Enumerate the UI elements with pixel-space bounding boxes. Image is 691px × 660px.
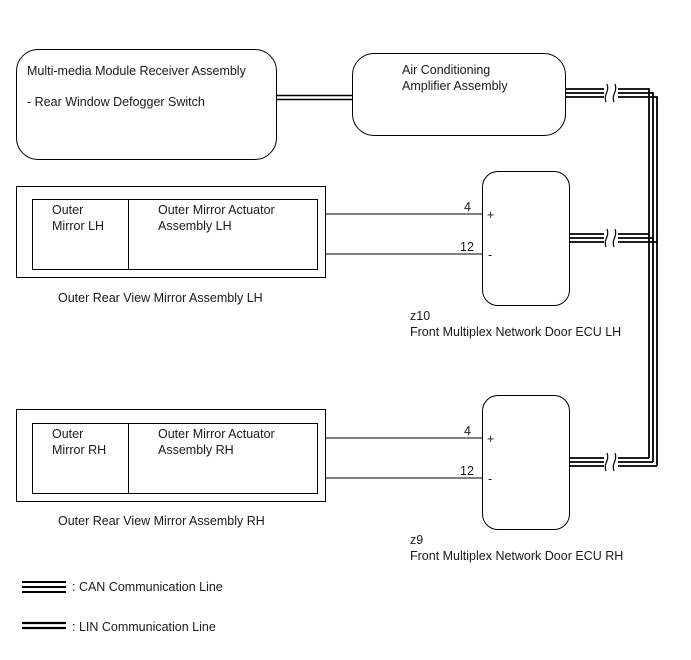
mirror-assembly-rh-caption: Outer Rear View Mirror Assembly RH: [58, 514, 265, 528]
ecu-lh-plus-terminal: +: [487, 208, 495, 222]
ecu-rh-pin-12: 12: [460, 464, 474, 478]
mirror-rh-inner-box: [32, 423, 318, 494]
legend-can-sample: [22, 581, 66, 593]
mirror-lh-inner-box: [32, 199, 318, 270]
ecu-lh-pin-4: 4: [464, 200, 471, 214]
multimedia-module-title: Multi-media Module Receiver Assembly: [27, 64, 246, 78]
ecu-lh-code: z10: [410, 309, 431, 323]
ecu-rh-code: z9: [410, 533, 424, 547]
ac-amplifier-node: [352, 53, 566, 136]
actuator-rh-label-1: Outer Mirror Actuator: [158, 427, 275, 441]
legend-lin-label: : LIN Communication Line: [72, 620, 216, 634]
outer-mirror-rh-label-2: Mirror RH: [52, 443, 107, 457]
mirror-assembly-rh-node: [16, 409, 326, 502]
actuator-lh-label-1: Outer Mirror Actuator: [158, 203, 275, 217]
actuator-lh-label-2: Assembly LH: [158, 219, 232, 233]
ecu-rh-name: Front Multiplex Network Door ECU RH: [410, 549, 624, 563]
actuator-rh-label-2: Assembly RH: [158, 443, 234, 457]
ecu-lh-minus-terminal: -: [488, 248, 493, 262]
ecu-rh-plus-terminal: +: [487, 432, 495, 446]
ecu-lh-pin-12: 12: [460, 240, 474, 254]
outer-mirror-lh-label-2: Mirror LH: [52, 219, 105, 233]
wire-mirror-lh-ecu-lh: [318, 213, 482, 255]
multimedia-module-subtitle: - Rear Window Defogger Switch: [27, 95, 205, 109]
door-ecu-rh-node: [482, 395, 570, 530]
line-break-mark-rh: [604, 452, 618, 472]
door-ecu-lh-node: [482, 171, 570, 306]
lin-line-multimedia-ac: [277, 94, 352, 101]
legend-lin-sample: [22, 621, 66, 630]
ac-amplifier-title-line2: Amplifier Assembly: [402, 79, 508, 93]
mirror-rh-divider: [128, 423, 129, 494]
mirror-assembly-lh-node: [16, 186, 326, 278]
mirror-lh-divider: [128, 199, 129, 270]
outer-mirror-lh-label-1: Outer: [52, 203, 84, 217]
ecu-rh-pin-4: 4: [464, 424, 471, 438]
legend-can-label: : CAN Communication Line: [72, 580, 223, 594]
ecu-rh-minus-terminal: -: [488, 472, 493, 486]
mirror-assembly-lh-caption: Outer Rear View Mirror Assembly LH: [58, 291, 263, 305]
outer-mirror-rh-label-1: Outer: [52, 427, 84, 441]
ecu-lh-name: Front Multiplex Network Door ECU LH: [410, 325, 622, 339]
wire-mirror-rh-ecu-rh: [318, 437, 482, 479]
line-break-mark-lh: [604, 228, 618, 248]
multimedia-module-node: [16, 49, 277, 160]
ac-amplifier-title-line1: Air Conditioning: [402, 63, 491, 77]
line-break-mark-top: [604, 83, 618, 103]
can-trunk: [566, 88, 658, 466]
